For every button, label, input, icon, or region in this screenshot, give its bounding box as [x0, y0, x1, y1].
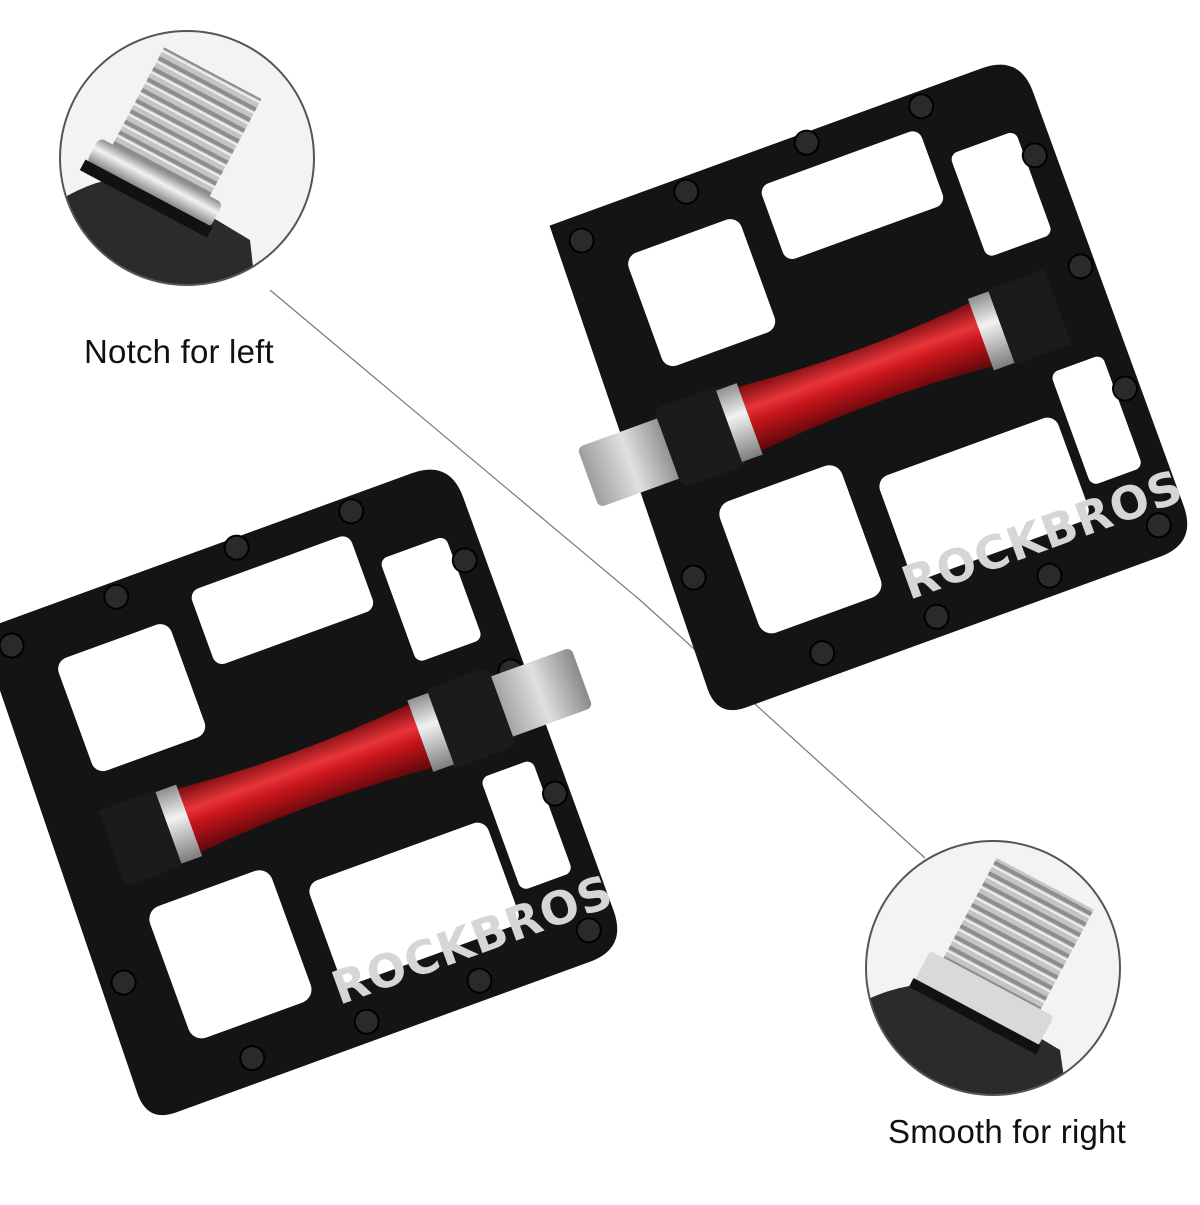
callout-label-left: Notch for left [84, 333, 274, 370]
right-pedal: ROCKBROS [549, 64, 1190, 711]
detail-circle-right [865, 840, 1121, 1096]
detail-circle-left [59, 30, 315, 286]
left-pedal: ROCKBROS [0, 469, 620, 1116]
callout-label-right: Smooth for right [888, 1113, 1126, 1150]
leader-line-left [269, 289, 641, 601]
leader-line-right [639, 599, 926, 859]
